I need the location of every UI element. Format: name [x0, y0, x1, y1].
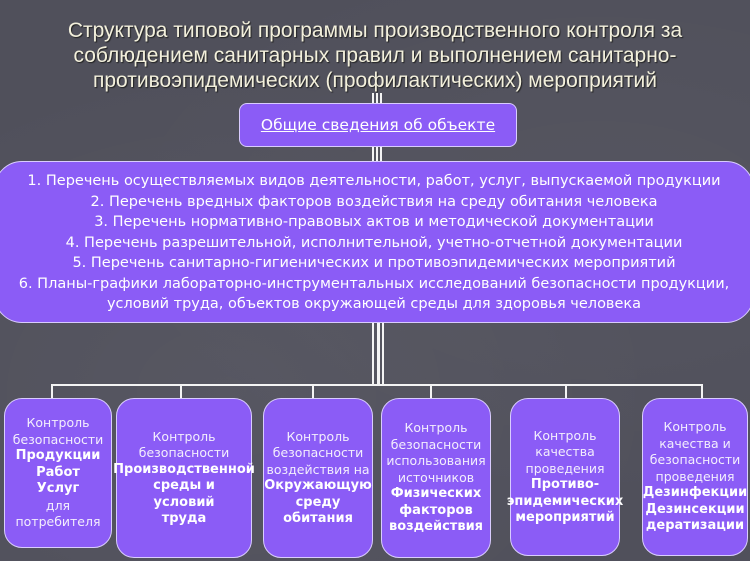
- control-box-anti-epidemic: Контроль качества проведения Противо- эп…: [507, 398, 623, 556]
- box-text: проведения: [655, 468, 735, 484]
- title-line: Структура типовой программы производстве…: [67, 19, 683, 42]
- box-text-bold: эпидемических: [506, 493, 624, 509]
- list-item: 1. Перечень осуществляемых видов деятель…: [27, 173, 721, 189]
- control-box-disinfection: Контроль качества и безопасности проведе…: [642, 398, 748, 556]
- box-text: качества и: [659, 435, 731, 451]
- list-item: 2. Перечень вредных факторов воздействия…: [90, 193, 658, 210]
- drop-line: [51, 384, 53, 398]
- box-text-bold: воздействия: [388, 519, 484, 535]
- horizontal-connector: [51, 384, 703, 386]
- box-text: воздействия на: [266, 461, 370, 477]
- box-text: проведения: [525, 460, 605, 476]
- connector-line: [376, 147, 378, 161]
- control-box-environment: Контроль безопасности воздействия на Окр…: [263, 398, 373, 558]
- box-text-bold: условий: [153, 494, 215, 510]
- list-item: 5. Перечень санитарно-гигиенических и пр…: [72, 255, 676, 271]
- connector-line: [382, 323, 384, 385]
- box-text-bold: мероприятий: [515, 510, 615, 525]
- box-text-bold: среду: [295, 494, 341, 510]
- box-text-bold: Противо-: [530, 477, 600, 492]
- box-text: Контроль: [404, 420, 468, 436]
- box-text: безопасности: [12, 431, 104, 447]
- control-box-physical-factors: Контроль безопасности использования исто…: [381, 398, 491, 558]
- connector-line: [372, 323, 374, 385]
- drop-line: [565, 384, 567, 398]
- box-text-bold: дератизации: [645, 518, 745, 534]
- general-info-box: Общие сведения об объекте: [239, 103, 517, 147]
- connector-line: [376, 93, 378, 103]
- list-item: 3. Перечень нормативно-правовых актов и …: [94, 214, 654, 230]
- box-text: источников: [397, 469, 475, 485]
- general-info-label: Общие сведения об объекте: [260, 116, 496, 134]
- box-text: потребителя: [15, 514, 101, 530]
- box-text-bold: обитания: [283, 511, 353, 526]
- box-text-bold: Работ: [36, 464, 80, 480]
- connector-line: [380, 93, 382, 103]
- list-item: 6. Планы-графики лабораторно-инструмента…: [18, 275, 730, 292]
- slide-title: Структура типовой программы производстве…: [40, 18, 710, 93]
- box-text: Контроль: [26, 415, 90, 431]
- box-text: безопасности: [649, 452, 741, 468]
- drop-line: [312, 384, 314, 398]
- connector-line: [380, 147, 382, 161]
- control-box-products: Контроль безопасности Продукции Работ Ус…: [4, 398, 112, 548]
- box-text-bold: факторов: [399, 502, 473, 518]
- program-contents-box: 1. Перечень осуществляемых видов деятель…: [0, 161, 750, 323]
- box-text: Контроль: [286, 428, 350, 444]
- box-text-bold: Услуг: [36, 481, 80, 497]
- box-text: Контроль: [663, 419, 727, 435]
- box-text: безопасности: [272, 445, 364, 460]
- connector-line: [377, 323, 380, 385]
- list-item: 4. Перечень разрешительной, исполнительн…: [65, 234, 683, 251]
- drop-line: [430, 384, 432, 398]
- box-text-bold: Дезинсекции: [645, 501, 745, 517]
- box-text: для: [45, 497, 71, 513]
- box-text-bold: Производственной: [113, 461, 255, 477]
- box-text: Контроль: [533, 427, 597, 443]
- title-line: противоэпидемических (профилактических) …: [92, 69, 658, 92]
- control-box-workplace: Контроль безопасности Производственной с…: [113, 398, 255, 558]
- box-text: качества: [535, 444, 595, 459]
- connector-line: [372, 147, 374, 161]
- list-item: условий труда, объектов окружающей среды…: [106, 296, 642, 312]
- box-text: Контроль: [152, 428, 216, 444]
- box-text-bold: Продукции: [15, 448, 101, 464]
- box-text: использования: [386, 453, 486, 469]
- box-text-bold: Окружающую: [264, 478, 372, 493]
- drop-line: [701, 384, 703, 398]
- title-line: соблюдением санитарных правил и выполнен…: [73, 44, 677, 67]
- box-text-bold: Физических: [390, 486, 482, 502]
- connector-line: [372, 93, 374, 103]
- box-text-bold: труда: [161, 511, 207, 526]
- drop-line: [180, 384, 182, 398]
- box-text: безопасности: [390, 436, 482, 452]
- box-text-bold: Дезинфекции: [642, 485, 748, 501]
- box-text: безопасности: [138, 445, 230, 460]
- box-text-bold: среды и: [153, 478, 215, 493]
